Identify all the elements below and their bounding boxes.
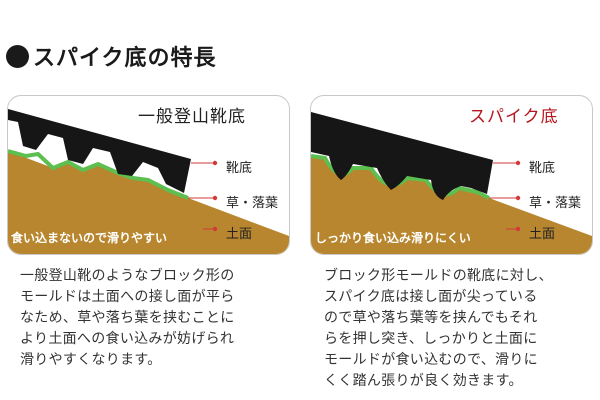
label-soil: 土面 xyxy=(226,227,253,242)
spike-sole-caption: しっかり食い込み滑りにくい xyxy=(315,231,471,245)
label-grass: 草・落葉 xyxy=(529,196,582,211)
label-grass: 草・落葉 xyxy=(226,196,279,211)
normal-sole-diagram xyxy=(8,109,289,254)
normal-sole-description: 一般登山靴のようなブロック形の モールドは土面への接し面が平ら なため、草や落ち… xyxy=(20,266,282,371)
description-line: より土面への食い込みが妨げられ xyxy=(20,331,235,347)
description-line: ブロック形モールドの靴底に対し、 xyxy=(324,268,553,284)
section-heading-text: スパイク底の特長 xyxy=(33,46,217,71)
spike-sole-description: ブロック形モールドの靴底に対し、 スパイク底は接し面が尖っている ので草や落ち葉… xyxy=(324,266,589,392)
soil-area xyxy=(8,151,289,254)
label-soil: 土面 xyxy=(529,227,556,242)
description-line: くく踏ん張りが良く効きます。 xyxy=(324,373,523,389)
block-sole xyxy=(8,109,191,193)
section-heading: スパイク底の特長 xyxy=(6,40,217,72)
panel-spike-sole: スパイク底 靴底 草・落葉 土面 しっかり食い込み滑りにくい xyxy=(310,95,593,255)
description-line: スパイク底は接し面が尖っている xyxy=(324,289,538,305)
spike-sole-title: スパイク底 xyxy=(469,107,559,127)
description-line: らを押し突き、しっかりと土面に xyxy=(324,331,538,347)
description-line: 一般登山靴のようなブロック形の xyxy=(20,268,235,284)
panel-normal-sole: 一般登山靴底 靴底 草・落葉 土面 食い込まないので滑りやすい xyxy=(7,95,290,255)
description-line: モールドは土面への接し面が平ら xyxy=(20,289,235,305)
normal-sole-title: 一般登山靴底 xyxy=(138,107,246,127)
spike-sole xyxy=(311,112,493,200)
description-line: 滑りやすくなります。 xyxy=(20,352,162,368)
normal-sole-caption: 食い込まないので滑りやすい xyxy=(11,231,168,245)
description-line: なため、草や落ち葉を挟むことに xyxy=(20,310,235,326)
spike-sole-diagram xyxy=(311,112,592,254)
grass-layer xyxy=(8,149,189,200)
label-sole: 靴底 xyxy=(529,161,556,176)
bullet-dot-icon xyxy=(6,44,29,68)
label-sole: 靴底 xyxy=(226,161,253,176)
description-line: ので草や落ち葉等を挟んでもそれ xyxy=(324,310,538,326)
description-line: モールドが食い込むので、滑りに xyxy=(324,352,538,368)
